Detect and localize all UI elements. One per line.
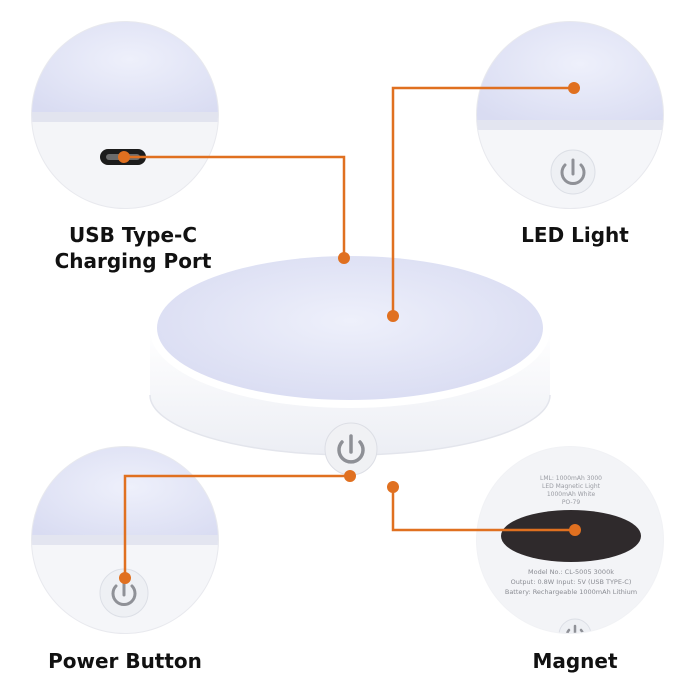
- magnet-disc: [501, 510, 641, 562]
- power-icon: [565, 624, 585, 633]
- zoom-usb-port: [31, 21, 219, 209]
- label-usb-line1: USB Type-C: [68, 223, 198, 247]
- label-line: LML: 1000mAh 3000: [540, 475, 602, 482]
- callout-power: [123, 474, 350, 578]
- label-magnet: Magnet: [532, 649, 618, 673]
- diffuser: [157, 256, 543, 400]
- zoom-magnet: LML: 1000mAh 3000 LED Magnetic Light 100…: [476, 446, 664, 634]
- label-usb-type-c: USB Type-C Charging Port: [48, 222, 218, 274]
- callout-usb: [124, 155, 346, 258]
- callout-dots: [118, 82, 581, 584]
- label-usb-line2: Charging Port: [54, 249, 212, 273]
- label-power-button: Power Button: [48, 649, 202, 673]
- zoom-power-button: [31, 446, 219, 634]
- label-line: LED Magnetic Light: [542, 483, 601, 490]
- label-line: PO-79: [562, 499, 580, 506]
- label-led-light: LED Light: [521, 223, 629, 247]
- label-output: Output: 0.8W Input: 5V (USB TYPE-C): [511, 578, 632, 586]
- label-line: 1000mAh White: [547, 491, 596, 498]
- label-model: Model No.: CL-5005 3000k: [528, 568, 614, 576]
- power-icon: [560, 158, 586, 185]
- zoom-led-light: [476, 21, 664, 209]
- callout-led: [391, 86, 574, 316]
- callout-magnet: [391, 487, 575, 532]
- label-battery: Battery: Rechargeable 1000mAh Lithium: [505, 588, 637, 596]
- led-puck-light: [149, 252, 551, 476]
- callout-lines: [123, 86, 575, 578]
- power-icon: [337, 434, 365, 464]
